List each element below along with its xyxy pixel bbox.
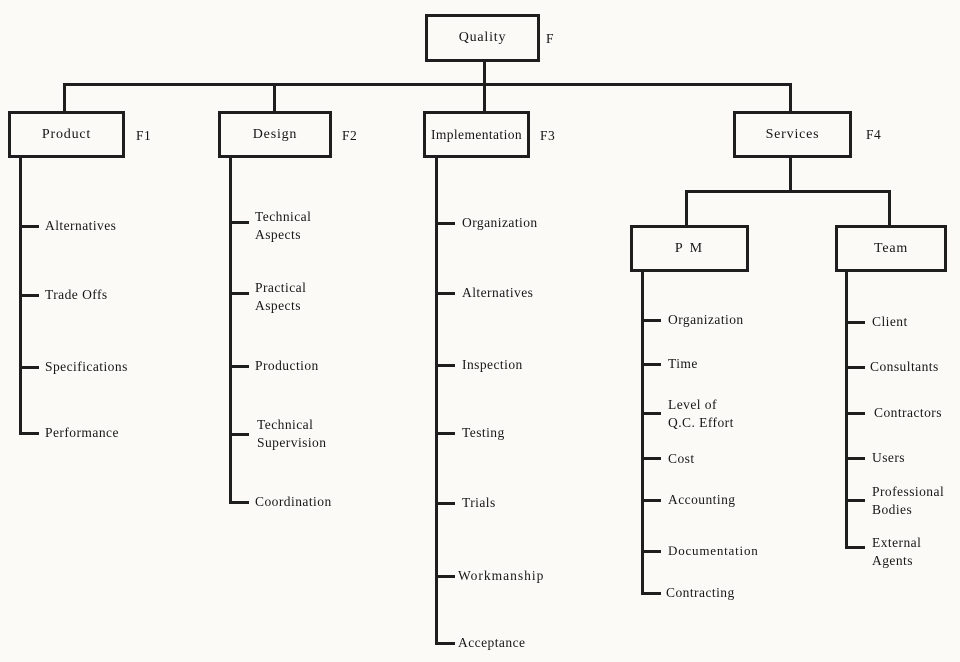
leaf-pm-documentation: Documentation [668,543,759,558]
tick [641,363,661,366]
node-product-label: Product [41,126,92,142]
tick [19,225,39,228]
leaf-product-trade-offs: Trade Offs [45,287,108,302]
tag-f: F [546,31,555,46]
node-services-label: Services [765,126,820,142]
tick [641,550,661,553]
leaf-pm-organization: Organization [668,312,744,327]
pm-drop-line [685,191,688,226]
leaf-impl-organization: Organization [462,215,538,230]
tick [435,642,455,645]
leaf-design-production: Production [255,358,319,373]
leaf-design-technical-supervision: Technical Supervision [257,417,327,450]
tick [19,366,39,369]
tick [845,321,865,324]
services-drop-line [789,84,792,112]
leaf-team-external-agents: External Agents [872,535,922,568]
node-services: Services [733,111,852,158]
tick [641,499,661,502]
leaf-team-consultants: Consultants [870,359,939,374]
tick [435,364,455,367]
leaf-product-alternatives: Alternatives [45,218,117,233]
leaf-design-technical-aspects: Technical Aspects [255,209,312,242]
leaf-product-specifications: Specifications [45,359,128,374]
tick [19,432,39,435]
leaf-pm-contracting: Contracting [666,585,735,600]
node-team: Team [835,225,947,272]
tag-f1: F1 [136,128,152,143]
leaf-team-users: Users [872,450,905,465]
tick [845,366,865,369]
tag-f3: F3 [540,128,556,143]
tick [19,294,39,297]
leaf-impl-acceptance: Acceptance [458,635,526,650]
tick [229,433,249,436]
implementation-spine-line [435,157,438,645]
design-drop-line [273,84,276,112]
node-implementation-label: Implementation [430,126,523,142]
tag-f2: F2 [342,128,358,143]
node-pm: P M [630,225,749,272]
team-drop-line [888,191,891,226]
tick [435,432,455,435]
node-design: Design [218,111,332,158]
leaf-pm-cost: Cost [668,451,695,466]
leaf-design-practical-aspects: Practical Aspects [255,280,307,313]
leaf-pm-level-of-qc-effort: Level of Q.C. Effort [668,397,734,430]
tick [435,222,455,225]
tick [641,412,661,415]
leaf-impl-alternatives: Alternatives [462,285,534,300]
tick [641,319,661,322]
tick [435,292,455,295]
leaf-design-coordination: Coordination [255,494,332,509]
node-quality: Quality [425,14,540,62]
leaf-impl-testing: Testing [462,425,505,440]
tick [229,365,249,368]
tick [845,499,865,502]
leaf-impl-workmanship: Workmanship [458,568,545,583]
tick [845,546,865,549]
level1-connector-line [63,83,792,86]
tick [641,592,661,595]
tick [435,502,455,505]
tick [845,412,865,415]
tick [229,221,249,224]
design-spine-line [229,157,232,504]
node-pm-label: P M [674,240,705,256]
leaf-pm-accounting: Accounting [668,492,736,507]
node-implementation: Implementation [423,111,530,158]
team-spine-line [845,271,848,549]
tick [845,457,865,460]
leaf-impl-trials: Trials [462,495,496,510]
node-team-label: Team [873,240,909,256]
services-stem-line [789,157,792,193]
leaf-team-professional-bodies: Professional Bodies [872,484,945,517]
services-connector-line [685,190,891,193]
tick [435,575,455,578]
leaf-pm-time: Time [668,356,698,371]
tag-f4: F4 [866,127,882,142]
tick [229,292,249,295]
leaf-impl-inspection: Inspection [462,357,523,372]
tick [641,457,661,460]
leaf-team-contractors: Contractors [874,405,942,420]
node-design-label: Design [252,126,298,142]
node-quality-label: Quality [458,30,507,45]
leaf-product-performance: Performance [45,425,119,440]
node-product: Product [8,111,125,158]
pm-spine-line [641,271,644,595]
tick [229,501,249,504]
leaf-team-client: Client [872,314,908,329]
product-drop-line [63,84,66,112]
